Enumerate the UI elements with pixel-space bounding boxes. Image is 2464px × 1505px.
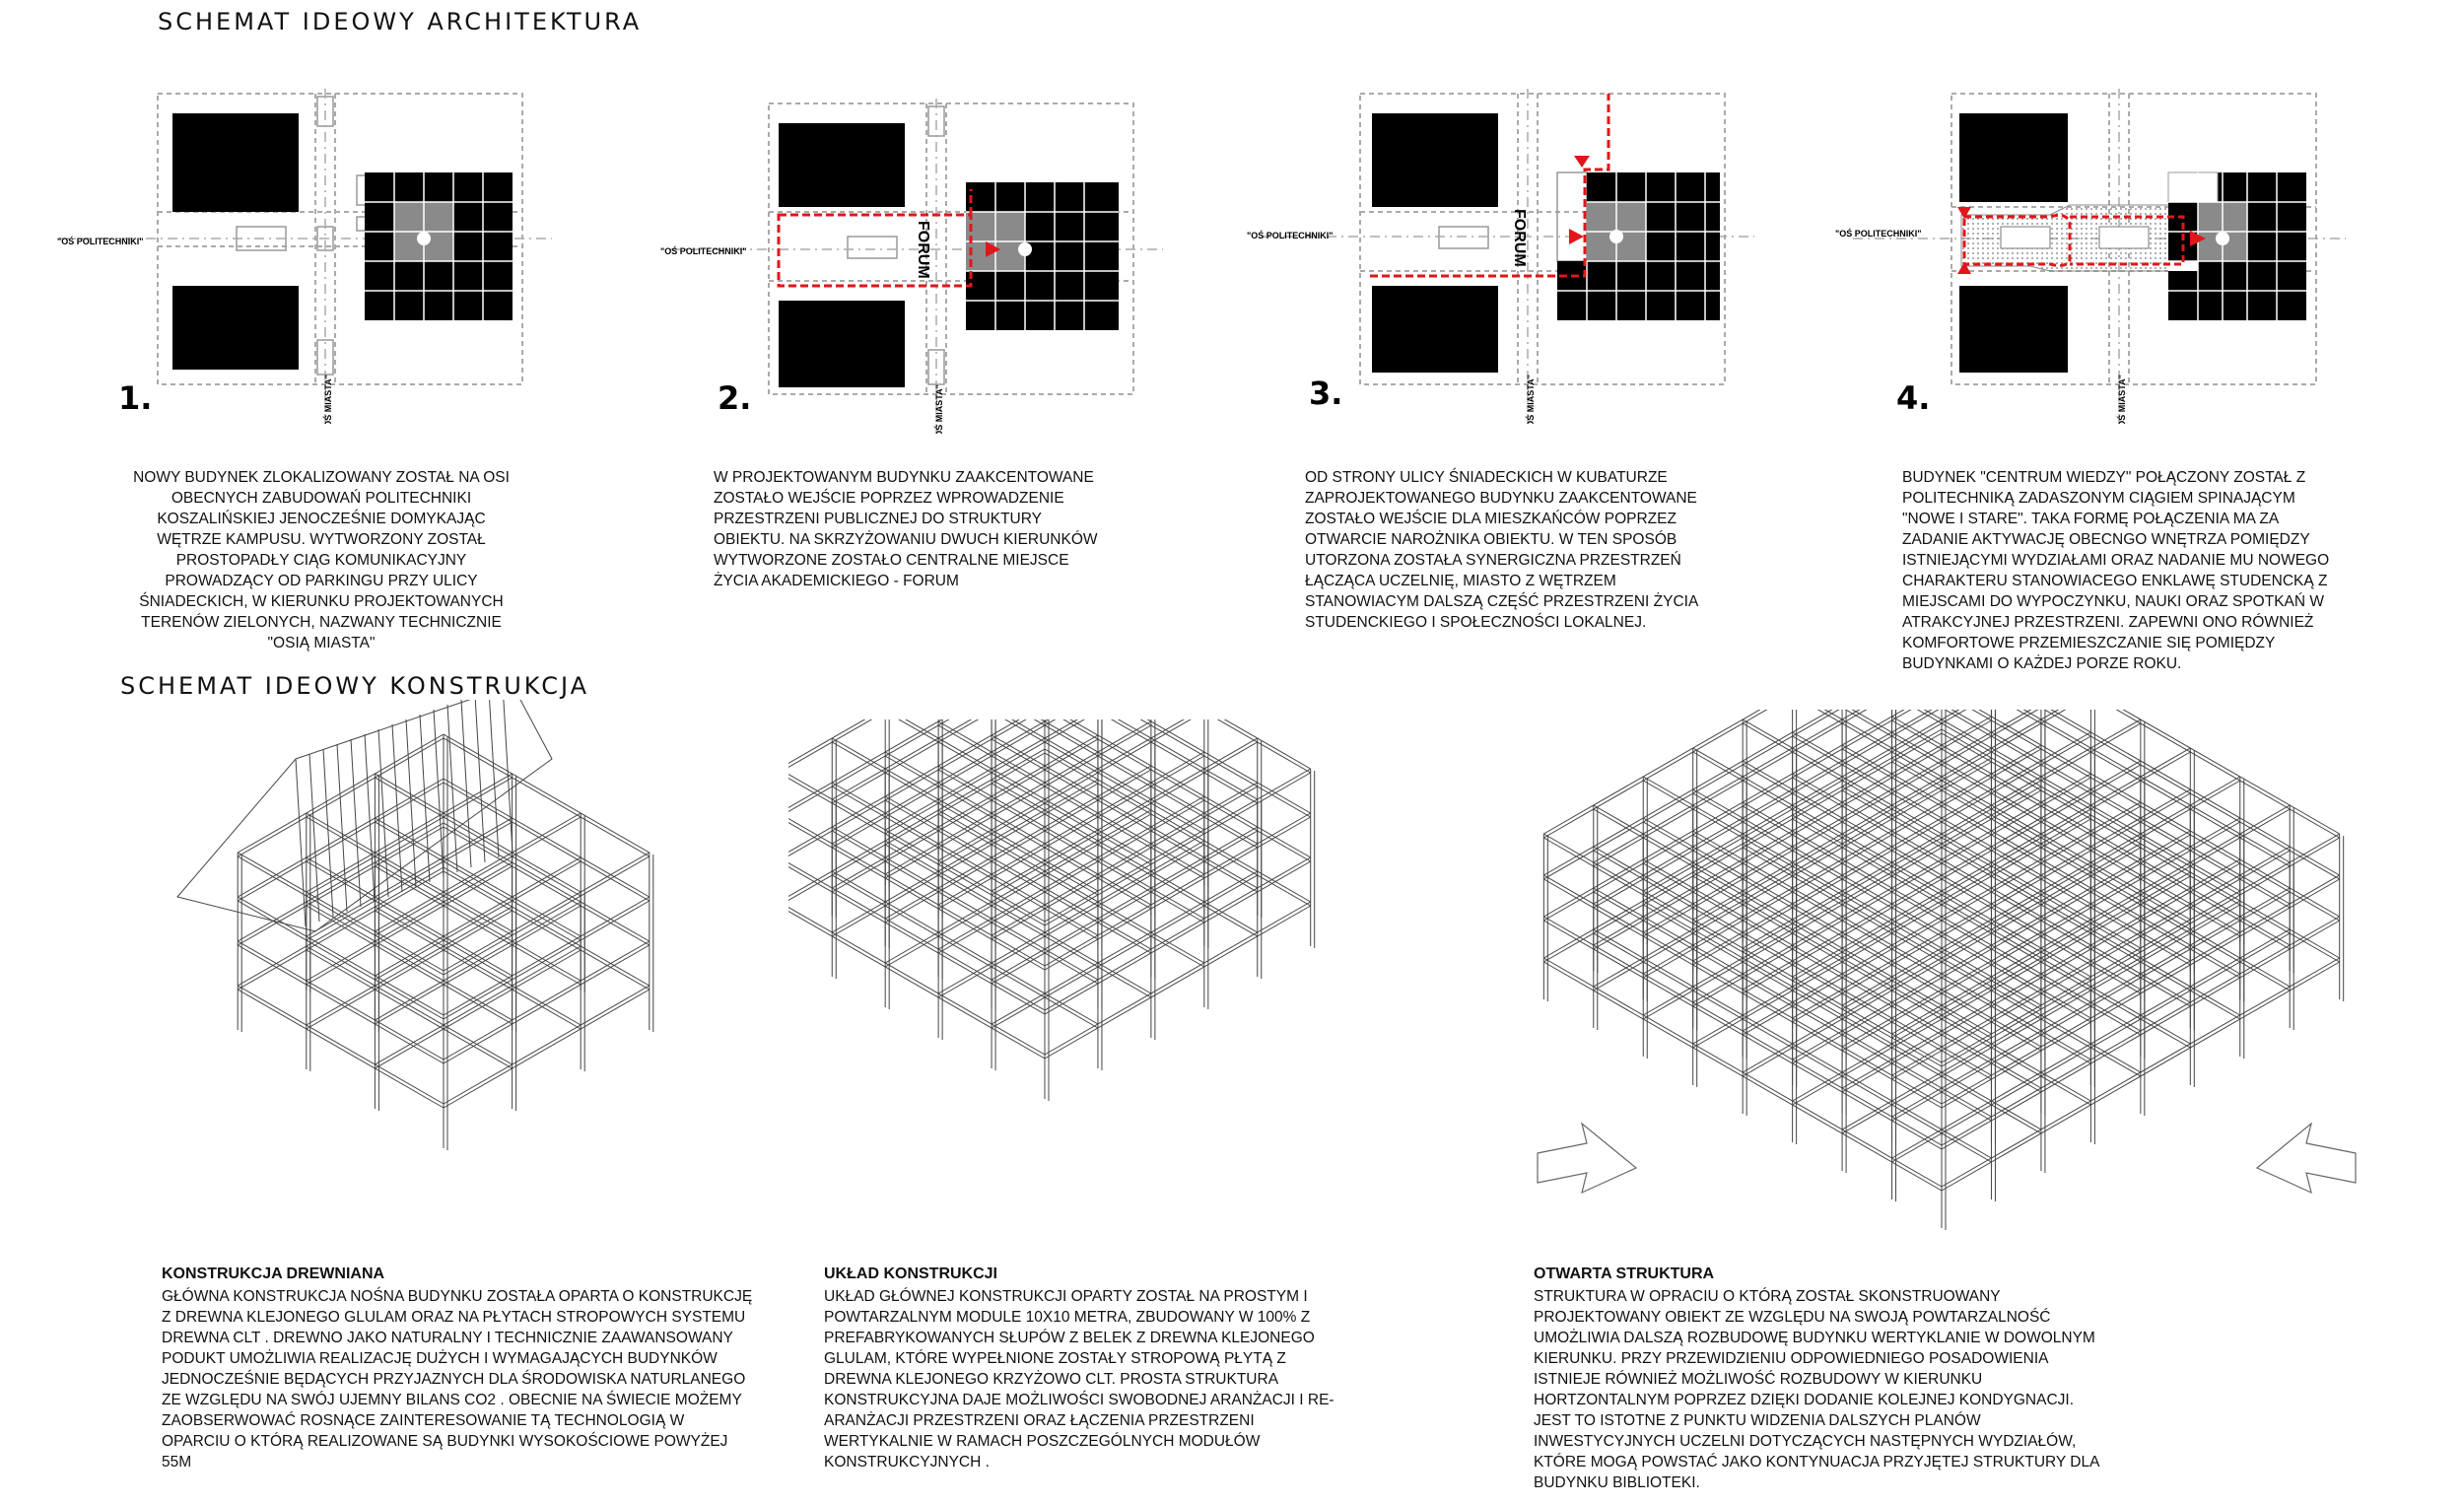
construction-block-text: UKŁAD GŁÓWNEJ KONSTRUKCJI OPARTY ZOSTAŁ … [824, 1286, 1356, 1472]
step-description-1: NOWY BUDYNEK ZLOKALIZOWANY ZOSTAŁ NA OSI… [124, 467, 518, 653]
forum-label: FORUM [915, 221, 931, 279]
plan-diagram-3: FORUM "OŚ POLITECHNIKI" "OŚ MIASTA" [1242, 89, 1754, 424]
step-description-4: BUDYNEK "CENTRUM WIEDZY" POŁĄCZONY ZOSTA… [1902, 467, 2336, 674]
step-number-3: 3. [1309, 375, 1342, 412]
isometric-open-structure [1528, 710, 2365, 1306]
construction-block-heading: OTWARTA STRUKTURA [1534, 1264, 2105, 1284]
plan-diagram-1: "OŚ POLITECHNIKI" "OŚ MIASTA" [39, 89, 552, 424]
step-number-1: 1. [118, 379, 152, 417]
step-description-3: OD STRONY ULICY ŚNIADECKICH W KUBATURZE … [1305, 467, 1699, 633]
architecture-section-title: SCHEMAT IDEOWY ARCHITEKTURA [158, 8, 642, 35]
forum-label: FORUM [1511, 209, 1528, 267]
axis-v-label: "OŚ MIASTA" [1525, 375, 1536, 424]
construction-block-2: UKŁAD KONSTRUKCJI UKŁAD GŁÓWNEJ KONSTRUK… [824, 1264, 1356, 1472]
construction-block-text: STRUKTURA W OPRACIU O KTÓRĄ ZOSTAŁ SKONS… [1534, 1286, 2105, 1493]
axis-h-label: "OŚ POLITECHNIKI" [1247, 230, 1334, 240]
step-number-2: 2. [718, 379, 751, 417]
building-grid [365, 172, 513, 320]
plan-diagram-4: "OŚ POLITECHNIKI" "OŚ MIASTA" [1833, 89, 2346, 424]
axis-h-label: "OŚ POLITECHNIKI" [660, 245, 747, 256]
isometric-structural-frame [788, 719, 1340, 1237]
construction-block-text: GŁÓWNA KONSTRUKCJA NOŚNA BUDYNKU ZOSTAŁA… [162, 1286, 753, 1472]
construction-block-3: OTWARTA STRUKTURA STRUKTURA W OPRACIU O … [1534, 1264, 2105, 1493]
axis-v-label: "OŚ MIASTA" [933, 384, 944, 434]
construction-block-1: KONSTRUKCJA DREWNIANA GŁÓWNA KONSTRUKCJA… [162, 1264, 753, 1472]
axis-v-label: "OŚ MIASTA" [2116, 375, 2127, 424]
axis-h-label: "OŚ POLITECHNIKI" [57, 236, 144, 246]
step-description-2: W PROJEKTOWANYM BUDYNKU ZAAKCENTOWANE ZO… [714, 467, 1108, 591]
construction-section-title: SCHEMAT IDEOWY KONSTRUKCJA [120, 672, 589, 700]
construction-block-heading: KONSTRUKCJA DREWNIANA [162, 1264, 753, 1284]
axis-h-label: "OŚ POLITECHNIKI" [1835, 228, 1922, 239]
axis-v-label: "OŚ MIASTA" [322, 375, 333, 424]
step-number-4: 4. [1896, 379, 1930, 417]
isometric-timber-building [118, 700, 729, 1257]
construction-block-heading: UKŁAD KONSTRUKCJI [824, 1264, 1356, 1284]
